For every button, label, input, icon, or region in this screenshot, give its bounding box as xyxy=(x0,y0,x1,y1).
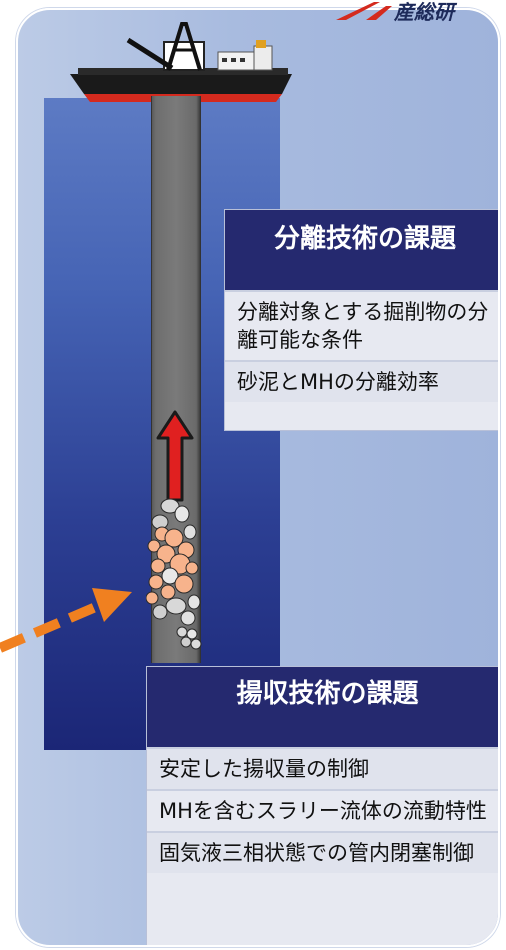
lifting-item-2: MHを含むスラリー流体の流動特性 xyxy=(147,789,498,831)
lifting-item-1: 安定した揚収量の制御 xyxy=(147,747,498,789)
logo-text: 産総研 xyxy=(393,0,458,24)
aist-logo: 産総研 xyxy=(336,0,458,24)
mh-particles-icon xyxy=(146,498,202,650)
diagram-panel: 分離技術の課題 分離対象とする掘削物の分離可能な条件 砂泥とMHの分離効率 揚収… xyxy=(16,8,500,947)
lifting-tech-box: 揚収技術の課題 安定した揚収量の制御 MHを含むスラリー流体の流動特性 固気液三… xyxy=(146,666,498,945)
lifting-tech-title: 揚収技術の課題 xyxy=(147,667,498,747)
separation-tech-box: 分離技術の課題 分離対象とする掘削物の分離可能な条件 砂泥とMHの分離効率 xyxy=(224,209,498,431)
dashed-pointer-arrow xyxy=(0,588,132,653)
ship-icon xyxy=(70,22,292,102)
separation-item-2: 砂泥とMHの分離効率 xyxy=(225,360,498,402)
upward-flow-arrow xyxy=(156,410,194,502)
separation-tech-title: 分離技術の課題 xyxy=(225,210,498,290)
lifting-item-3: 固気液三相状態での管内閉塞制御 xyxy=(147,831,498,873)
separation-item-1: 分離対象とする掘削物の分離可能な条件 xyxy=(225,290,498,360)
